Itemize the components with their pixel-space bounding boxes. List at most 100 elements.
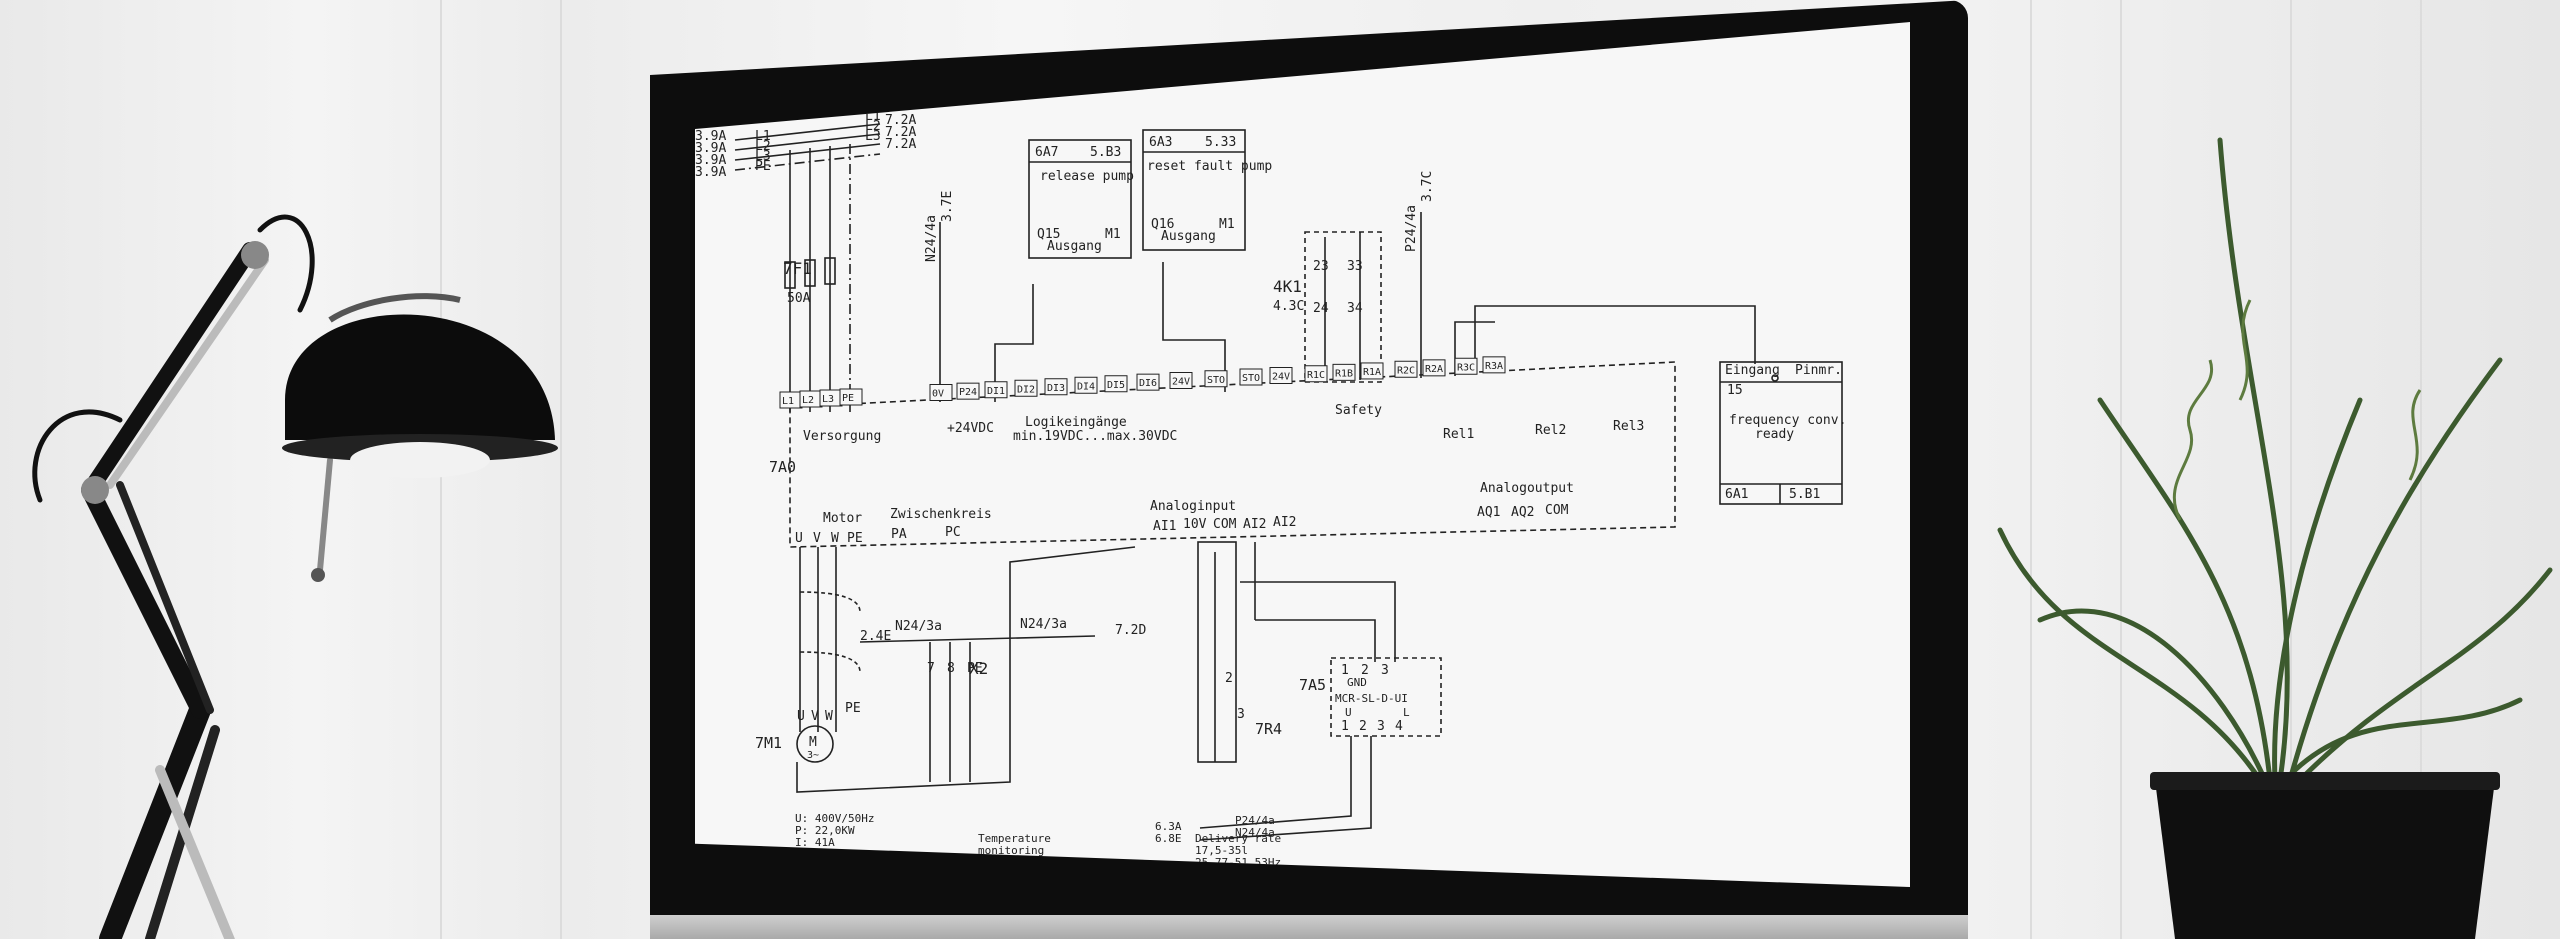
x2-pin: 7 xyxy=(927,661,935,676)
drive-rel-label: Rel3 xyxy=(1613,419,1644,434)
drive-terminal xyxy=(1394,360,1418,378)
bottom-p24: P24/4a xyxy=(1235,814,1275,827)
converter-terminal: 1 xyxy=(1341,663,1349,678)
drive-terminal xyxy=(1422,359,1446,377)
converter-gnd: GND xyxy=(1347,676,1367,689)
sheet-ref: 3.7E xyxy=(940,191,955,222)
converter-model: MCR-SL-D-UI xyxy=(1335,692,1408,705)
converter-terminal: 2 xyxy=(1359,719,1367,734)
line-label: L2 xyxy=(865,119,881,134)
line-ref: 7.2A xyxy=(885,137,916,152)
drive-terminal-label: DI5 xyxy=(1107,380,1125,391)
x2-pin: PE xyxy=(967,661,983,676)
drive-terminal-label: 24V xyxy=(1272,372,1290,383)
pump-box-ref: 5.33 xyxy=(1205,135,1236,150)
wall-panel-seam xyxy=(560,0,562,939)
monitor-screen: 3.9A 3.9A 3.9A 3.9A L1 L2 L3 PE L1 L2 L3… xyxy=(695,22,1910,887)
delivery-label: 17,5-35l xyxy=(1195,844,1248,857)
x2-top-label: N24/3a xyxy=(895,619,942,634)
drive-terminal-label: R3A xyxy=(1485,361,1503,372)
drive-terminal xyxy=(1332,363,1356,381)
relay-contact: 24 xyxy=(1313,301,1329,316)
drive-terminal xyxy=(929,384,953,401)
ao-terminal: AQ1 xyxy=(1477,505,1500,520)
line-label: L3 xyxy=(755,149,771,164)
line-label: PE xyxy=(755,159,771,174)
freq-box-ref: 5.B1 xyxy=(1789,487,1820,502)
pump-m: M1 xyxy=(1105,227,1121,242)
freq-text: frequency conv. xyxy=(1729,413,1846,428)
drive-terminal-label: R2A xyxy=(1425,364,1443,375)
potted-plant-icon xyxy=(1997,137,2553,939)
drive-terminal-label: DI4 xyxy=(1077,381,1095,392)
fuse-rating: 50A xyxy=(787,291,811,306)
line-ref: 7.2A xyxy=(885,125,916,140)
drive-tag: 7A0 xyxy=(769,458,796,476)
drive-terminal-label: R2C xyxy=(1397,365,1415,376)
dc-terminal: PC xyxy=(945,525,961,540)
drive-terminal xyxy=(1360,362,1384,380)
drive-terminal xyxy=(1104,375,1128,393)
drive-terminal xyxy=(984,381,1008,399)
ai-terminal: AI1 xyxy=(1153,519,1176,534)
motor-pe: PE xyxy=(845,701,861,716)
motor-terminal: U xyxy=(795,531,803,546)
drive-terminal xyxy=(1204,370,1228,388)
electrical-schematic: 3.9A 3.9A 3.9A 3.9A L1 L2 L3 PE L1 L2 L3… xyxy=(695,109,1846,869)
freq-box-id: 6A1 xyxy=(1725,487,1748,502)
line-label: L1 xyxy=(755,129,771,144)
drive-terminal xyxy=(1044,378,1068,396)
drive-terminal-label: R1C xyxy=(1307,370,1325,381)
drive-terminal-label: DI3 xyxy=(1047,383,1065,394)
p24-label: P24/4a xyxy=(1404,205,1419,252)
supply-ref: 3.9A xyxy=(695,141,726,156)
drive-terminal-label: DI2 xyxy=(1017,384,1035,395)
relay-ref: 4.3C xyxy=(1273,299,1304,314)
drive-terminal xyxy=(1169,372,1193,389)
wall-panel-seam xyxy=(2290,0,2292,939)
drive-terminal xyxy=(956,382,980,400)
drive-terminal-label: R3C xyxy=(1457,362,1475,373)
sensor-pin: 2 xyxy=(1225,671,1233,686)
drive-terminal-label: R1B xyxy=(1335,368,1353,379)
motor-v: V xyxy=(811,709,819,724)
temperature-label: Temperature xyxy=(978,832,1051,845)
drive-terminal-label: DI6 xyxy=(1139,378,1157,389)
drive-rel-label: Rel2 xyxy=(1535,423,1566,438)
drive-terminal-label: L1 xyxy=(782,396,794,407)
drive-terminal xyxy=(1304,365,1328,383)
drive-terminal xyxy=(839,388,863,406)
converter-terminal: 3 xyxy=(1377,719,1385,734)
converter-terminal: 3 xyxy=(1381,663,1389,678)
converter-tag: 7A5 xyxy=(1299,676,1326,694)
motor-w: W xyxy=(825,709,833,724)
fuse-tag: 7F1 xyxy=(783,259,812,278)
drive-terminal xyxy=(1136,373,1160,391)
relay-tag: 4K1 xyxy=(1273,277,1302,296)
drive-ao-label: Analogoutput xyxy=(1480,481,1574,496)
drive-dc-label: Zwischenkreis xyxy=(890,507,992,522)
bottom-n24: N24/4a xyxy=(1235,826,1275,839)
sheet-ref: 3.7C xyxy=(1420,171,1435,202)
drive-logic-label: Logikeingänge xyxy=(1025,415,1127,430)
sensor-tag: 7R4 xyxy=(1255,720,1282,738)
supply-ref: 3.9A xyxy=(695,153,726,168)
pump-m: M1 xyxy=(1219,217,1235,232)
drive-terminal-label: 0V xyxy=(932,389,944,400)
wall-panel-seam xyxy=(2420,0,2422,939)
converter-l: L xyxy=(1403,706,1410,719)
dc-terminal: PA xyxy=(891,527,907,542)
relay-contact: 33 xyxy=(1347,259,1363,274)
converter-terminal: 1 xyxy=(1341,719,1349,734)
pump-box-ref: 5.B3 xyxy=(1090,145,1121,160)
pump-q: Q16 xyxy=(1151,217,1174,232)
pump-box-id: 6A3 xyxy=(1149,135,1172,150)
pump-box-id: 6A7 xyxy=(1035,145,1058,160)
drive-motor-label: Motor xyxy=(823,511,862,526)
ai-terminal: 10V xyxy=(1183,517,1207,532)
supply-ref: 3.9A xyxy=(695,165,726,180)
converter-terminal: 2 xyxy=(1361,663,1369,678)
line-ref: 7.2A xyxy=(885,113,916,128)
converter-u: U xyxy=(1345,706,1352,719)
drive-terminal xyxy=(1074,376,1098,394)
